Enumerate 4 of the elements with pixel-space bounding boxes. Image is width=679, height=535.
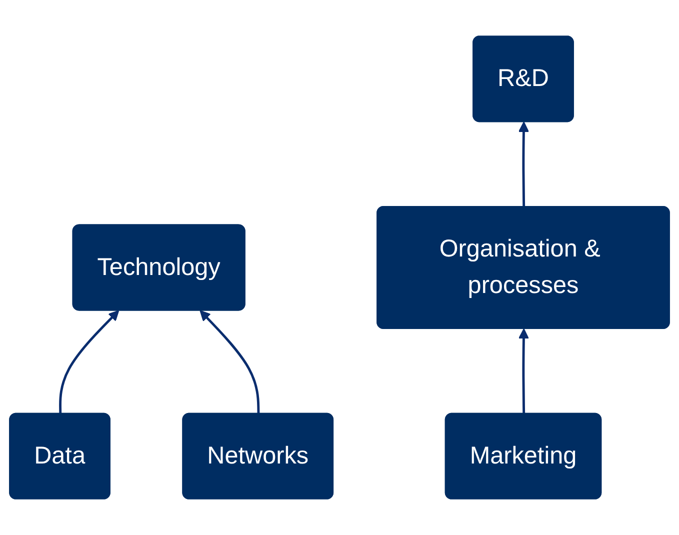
arrow [518, 328, 530, 414]
arrow [200, 310, 260, 414]
arrow [59, 310, 120, 414]
arrow [518, 122, 530, 208]
